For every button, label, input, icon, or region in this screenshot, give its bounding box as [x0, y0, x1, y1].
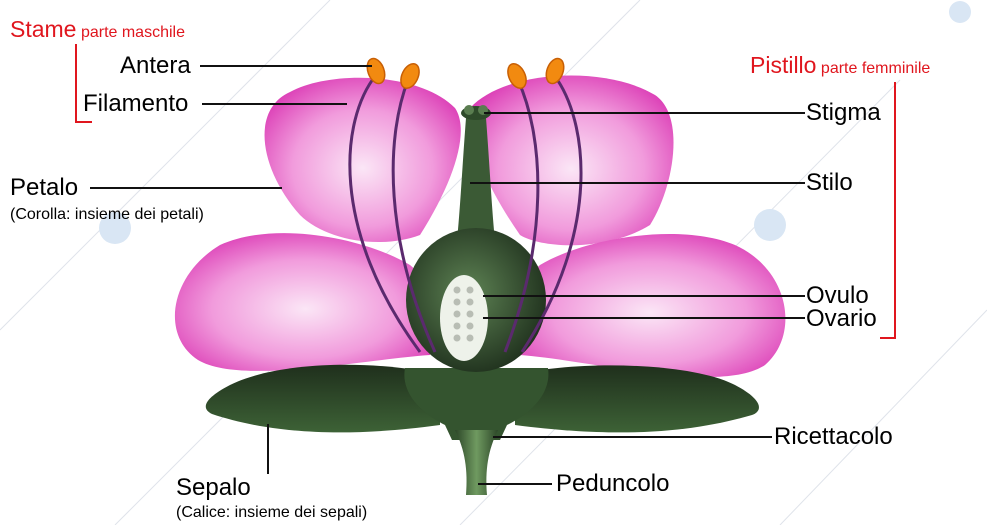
receptacle-shape	[404, 368, 548, 440]
pistil-title: Pistillo	[750, 52, 816, 78]
label-antera: Antera	[120, 54, 191, 78]
label-filamento: Filamento	[83, 92, 188, 116]
pistil-subtitle: parte femminile	[821, 60, 930, 77]
ovary-cavity	[440, 275, 488, 361]
stamen-group-label: Stame parte maschile	[10, 18, 185, 41]
label-stigma: Stigma	[806, 101, 881, 125]
label-petalo-note: (Corolla: insieme dei petali)	[10, 207, 204, 223]
label-sepalo: Sepalo	[176, 476, 251, 500]
petal-upper-right	[469, 76, 673, 246]
label-stilo: Stilo	[806, 171, 853, 195]
stamen-title: Stame	[10, 16, 76, 42]
label-ricettacolo: Ricettacolo	[774, 425, 893, 449]
label-sepalo-note: (Calice: insieme dei sepali)	[176, 505, 367, 521]
stamen-subtitle: parte maschile	[81, 24, 185, 41]
label-petalo: Petalo	[10, 176, 78, 200]
petal-upper-left	[265, 78, 461, 242]
petal-lower-left	[175, 233, 436, 371]
pistil-group-label: Pistillo parte femminile	[750, 54, 930, 77]
label-ovario: Ovario	[806, 307, 877, 331]
petal-lower-right	[514, 234, 785, 377]
stem-shape	[455, 430, 498, 495]
label-peduncolo: Peduncolo	[556, 472, 669, 496]
